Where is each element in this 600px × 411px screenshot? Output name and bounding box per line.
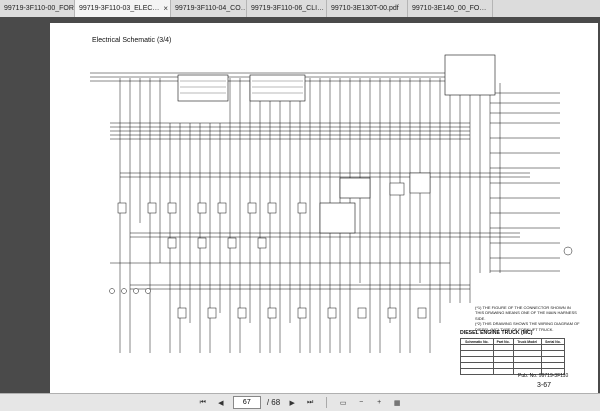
last-page-icon[interactable]: ⏭: [307, 398, 314, 406]
tab-2[interactable]: 99719-3F110-04_CO…: [171, 0, 247, 17]
tab-label: 99719-3F110-00_FOR…: [4, 5, 75, 12]
wiring-schematic: [90, 54, 573, 353]
tab-bar: 99719-3F110-00_FOR… 99719-3F110-03_ELEC……: [0, 0, 600, 18]
engine-type-heading: DIESEL ENGINE TRUCK (MC): [460, 330, 533, 336]
next-page-icon[interactable]: ▶: [289, 399, 295, 407]
spec-table: Schematic No. Part No. Truck Model Seria…: [460, 338, 566, 375]
pdf-page: Electrical Schematic (3/4): [50, 23, 598, 393]
page-label: 3-67: [537, 382, 552, 389]
fit-page-icon[interactable]: ▭: [339, 399, 347, 407]
toolbar-divider: [326, 397, 328, 408]
note-2: (*2) THIS DRAWING SHOWS THE WIRING DIAGR…: [475, 321, 580, 332]
first-page-icon[interactable]: ⏮: [199, 398, 206, 406]
tab-label: 99719-3F110-04_CO…: [175, 5, 247, 12]
publication-number: Pub. No. 99719-3F110: [518, 373, 569, 379]
close-icon[interactable]: ×: [163, 4, 169, 13]
grid-view-icon[interactable]: ▦: [393, 399, 401, 407]
tab-label: 99719-3F110-06_CLI…: [251, 5, 325, 12]
bottom-toolbar: ⏮ ◀ / 68 ▶ ⏭ ▭ − + ▦: [0, 393, 600, 411]
tab-5[interactable]: 99710-3E140_00_FO…: [408, 0, 493, 17]
tab-4[interactable]: 99710-3E130T-00.pdf: [327, 0, 408, 17]
tab-1[interactable]: 99719-3F110-03_ELEC…×: [75, 0, 171, 17]
zoom-in-icon[interactable]: +: [377, 399, 382, 406]
drawing-notes: (*1) THE FIGURE OF THE CONNECTOR SHOWN I…: [475, 305, 580, 332]
tab-0[interactable]: 99719-3F110-00_FOR…: [0, 0, 75, 17]
document-viewer[interactable]: Electrical Schematic (3/4): [0, 17, 600, 393]
table-row: [460, 368, 566, 375]
tab-label: 99710-3E130T-00.pdf: [331, 5, 399, 12]
page-number-input[interactable]: [232, 396, 261, 409]
page-title: Electrical Schematic (3/4): [92, 37, 172, 44]
tab-label: 99710-3E140_00_FO…: [412, 5, 487, 12]
tab-label: 99719-3F110-03_ELEC…: [79, 5, 160, 12]
previous-page-icon[interactable]: ◀: [218, 399, 224, 407]
tab-3[interactable]: 99719-3F110-06_CLI…: [247, 0, 327, 17]
note-1: (*1) THE FIGURE OF THE CONNECTOR SHOWN I…: [475, 305, 577, 321]
total-pages: / 68: [266, 398, 281, 407]
zoom-out-icon[interactable]: −: [359, 399, 364, 406]
